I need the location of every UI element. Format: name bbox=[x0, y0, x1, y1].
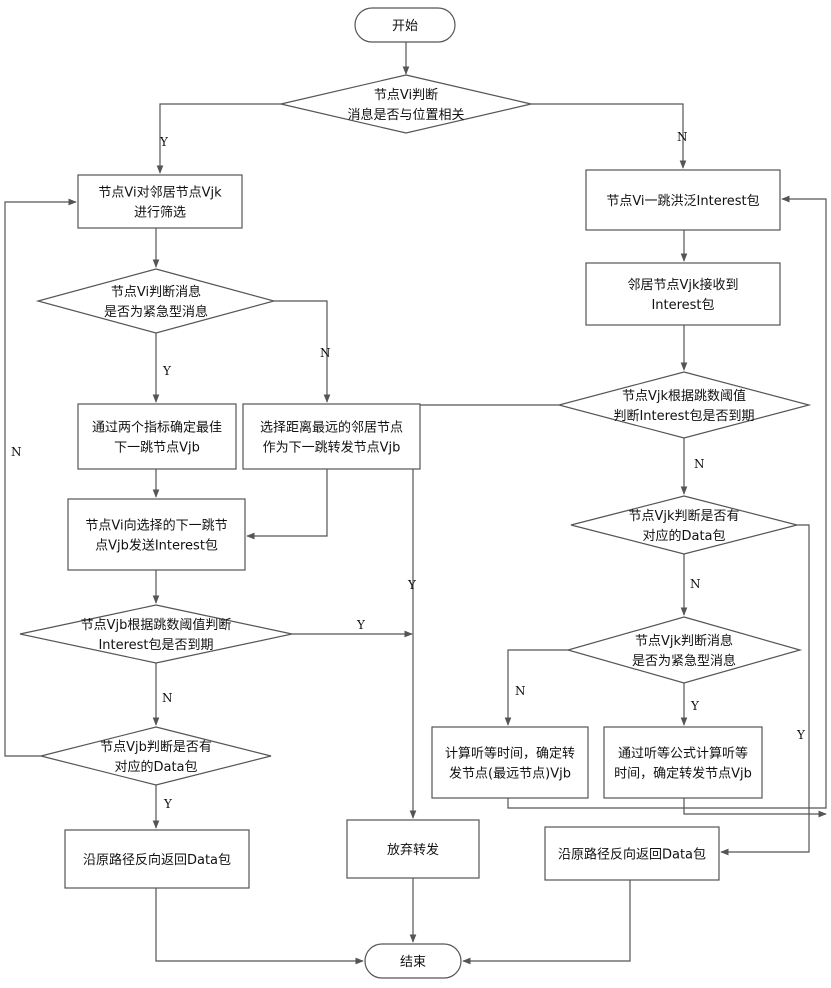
node-line: 计算听等时间，确定转 bbox=[445, 746, 575, 762]
node-shape-d_urgent_r bbox=[568, 617, 800, 683]
node-shape-d1 bbox=[281, 75, 531, 133]
node-text-start: 开始 bbox=[392, 19, 418, 34]
node-line: 是否为紧急型消息 bbox=[104, 304, 208, 320]
node-shape-b_far bbox=[243, 404, 420, 469]
node-line: 节点Vjb根据跳数阈值判断 bbox=[81, 617, 232, 633]
node-line: 结束 bbox=[400, 955, 426, 970]
node-line: 沿原路径反向返回Data包 bbox=[83, 852, 231, 868]
edge-label-e6: N bbox=[320, 346, 331, 360]
edge-label-e13: N bbox=[11, 445, 22, 459]
node-line: 节点Vjk判断消息 bbox=[635, 633, 733, 649]
node-shape-b_wait1 bbox=[432, 727, 588, 798]
node-line: 发节点(最远节点)Vjb bbox=[449, 766, 571, 782]
node-end: 结束 bbox=[365, 944, 461, 978]
edge-d_data_l-to-b_filter bbox=[5, 202, 76, 756]
edge-label-e5: Y bbox=[162, 364, 172, 378]
node-b_flood: 节点Vi一跳洪泛Interest包 bbox=[586, 170, 780, 230]
node-line: 进行筛选 bbox=[134, 206, 186, 221]
node-line: 开始 bbox=[392, 19, 418, 34]
node-line: 对应的Data包 bbox=[114, 759, 197, 775]
edge-label-e22: Y bbox=[690, 699, 700, 713]
node-shape-b_wait2 bbox=[604, 727, 762, 798]
edge-b_ret_l-to-end bbox=[156, 888, 363, 961]
node-b_filter: 节点Vi对邻居节点Vjk 进行筛选 bbox=[78, 175, 242, 228]
edge-label-e21: N bbox=[515, 684, 526, 698]
node-d_urgent_r: 节点Vjk判断消息是否为紧急型消息 bbox=[568, 617, 800, 683]
edge-label-e2: Y bbox=[159, 135, 169, 149]
node-line: 是否为紧急型消息 bbox=[632, 653, 736, 669]
edge-d_data_r-to-b_ret_r bbox=[721, 525, 809, 852]
node-b_far: 选择距离最远的邻居节点作为下一跳转发节点Vjb bbox=[243, 404, 420, 469]
node-d_data_l: 节点Vjb判断是否有对应的Data包 bbox=[41, 727, 271, 785]
node-b_wait2: 通过听等公式计算听等时间，确定转发节点Vjb bbox=[604, 727, 762, 798]
node-d_urgent_l: 节点Vi判断消息是否为紧急型消息 bbox=[38, 269, 274, 333]
node-b_recv: 邻居节点Vjk接收到 Interest包 bbox=[586, 263, 780, 325]
node-line: 节点Vi对邻居节点Vjk bbox=[98, 186, 222, 201]
node-line: 通过听等公式计算听等 bbox=[618, 746, 748, 762]
node-text-b_ret_l: 沿原路径反向返回Data包 bbox=[83, 852, 231, 868]
node-d1: 节点Vi判断消息是否与位置相关 bbox=[281, 75, 531, 133]
edge-label-e19: N bbox=[690, 577, 701, 591]
node-line: 邻居节点Vjk接收到 bbox=[627, 277, 738, 293]
node-line: 节点Vi判断 bbox=[374, 88, 438, 103]
node-line: Interest包 bbox=[651, 298, 714, 313]
node-line: 节点Vjb判断是否有 bbox=[100, 740, 212, 755]
node-shape-b_send bbox=[68, 499, 245, 570]
node-line: 选择距离最远的邻居节点 bbox=[260, 420, 403, 436]
node-line: 时间，确定转发节点Vjb bbox=[614, 766, 752, 782]
edge-label-e20: Y bbox=[796, 728, 806, 742]
edge-d1-to-b_flood bbox=[531, 104, 683, 168]
node-b_ret_l: 沿原路径反向返回Data包 bbox=[65, 830, 249, 888]
node-line: 节点Vi一跳洪泛Interest包 bbox=[606, 194, 759, 209]
node-shape-d_exp_r bbox=[559, 372, 809, 438]
node-start: 开始 bbox=[355, 8, 455, 42]
edge-label-e10: N bbox=[162, 691, 173, 705]
node-text-end: 结束 bbox=[400, 955, 426, 970]
node-text-b_flood: 节点Vi一跳洪泛Interest包 bbox=[606, 194, 759, 209]
node-shape-b_best bbox=[78, 404, 236, 469]
node-shape-d_data_l bbox=[41, 727, 271, 785]
node-d_exp_l: 节点Vjb根据跳数阈值判断 Interest包是否到期 bbox=[20, 605, 292, 663]
edge-d1-to-b_filter bbox=[160, 104, 281, 173]
node-line: 作为下一跳转发节点Vjb bbox=[263, 440, 401, 456]
node-line: 对应的Data包 bbox=[642, 528, 725, 544]
node-shape-b_recv bbox=[586, 263, 780, 325]
node-line: 节点Vi向选择的下一跳节 bbox=[85, 518, 227, 534]
node-line: 判断Interest包是否到期 bbox=[613, 409, 754, 424]
edge-b_far-to-b_send bbox=[247, 469, 327, 536]
node-shape-d_urgent_l bbox=[38, 269, 274, 333]
node-line: 节点Vi判断消息 bbox=[111, 284, 201, 300]
node-b_wait1: 计算听等时间，确定转发节点(最远节点)Vjb bbox=[432, 727, 588, 798]
edge-label-e12: Y bbox=[163, 797, 173, 811]
node-shape-d_data_r bbox=[571, 496, 797, 554]
node-b_send: 节点Vi向选择的下一跳节点Vjb发送Interest包 bbox=[68, 499, 245, 570]
node-line: 节点Vjk根据跳数阈值 bbox=[622, 388, 746, 404]
node-text-b_drop: 放弃转发 bbox=[387, 842, 439, 858]
node-text-b_ret_r: 沿原路径反向返回Data包 bbox=[558, 847, 706, 863]
node-shape-d_exp_l bbox=[20, 605, 292, 663]
edge-label-e18: Y bbox=[407, 578, 417, 592]
node-d_exp_r: 节点Vjk根据跳数阈值判断Interest包是否到期 bbox=[559, 372, 809, 438]
edge-b_wait2-to-b_flood bbox=[684, 798, 826, 814]
edge-b_ret_r-to-end bbox=[463, 880, 630, 961]
node-line: 沿原路径反向返回Data包 bbox=[558, 847, 706, 863]
edge-label-e11: Y bbox=[356, 618, 366, 632]
edge-label-e17: N bbox=[694, 457, 705, 471]
node-d_data_r: 节点Vjk判断是否有对应的Data包 bbox=[571, 496, 797, 554]
node-line: Interest包是否到期 bbox=[98, 638, 213, 653]
node-b_ret_r: 沿原路径反向返回Data包 bbox=[545, 827, 719, 880]
labels-layer: Y N Y N N Y Y N N Y N Y N Y bbox=[11, 130, 806, 811]
node-line: 下一跳节点Vjb bbox=[114, 441, 200, 456]
node-line: 点Vjb发送Interest包 bbox=[95, 538, 218, 554]
node-b_drop: 放弃转发 bbox=[347, 820, 479, 878]
node-line: 通过两个指标确定最佳 bbox=[92, 421, 222, 436]
node-line: 放弃转发 bbox=[387, 842, 439, 858]
node-b_best: 通过两个指标确定最佳下一跳节点Vjb bbox=[78, 404, 236, 469]
node-line: 消息是否与位置相关 bbox=[347, 107, 464, 123]
nodes-layer: 开始节点Vi判断消息是否与位置相关节点Vi对邻居节点Vjk进行筛选节点Vi判断消… bbox=[20, 8, 809, 978]
node-line: 节点Vjk判断是否有 bbox=[628, 509, 739, 524]
edge-label-e3: N bbox=[677, 130, 688, 144]
